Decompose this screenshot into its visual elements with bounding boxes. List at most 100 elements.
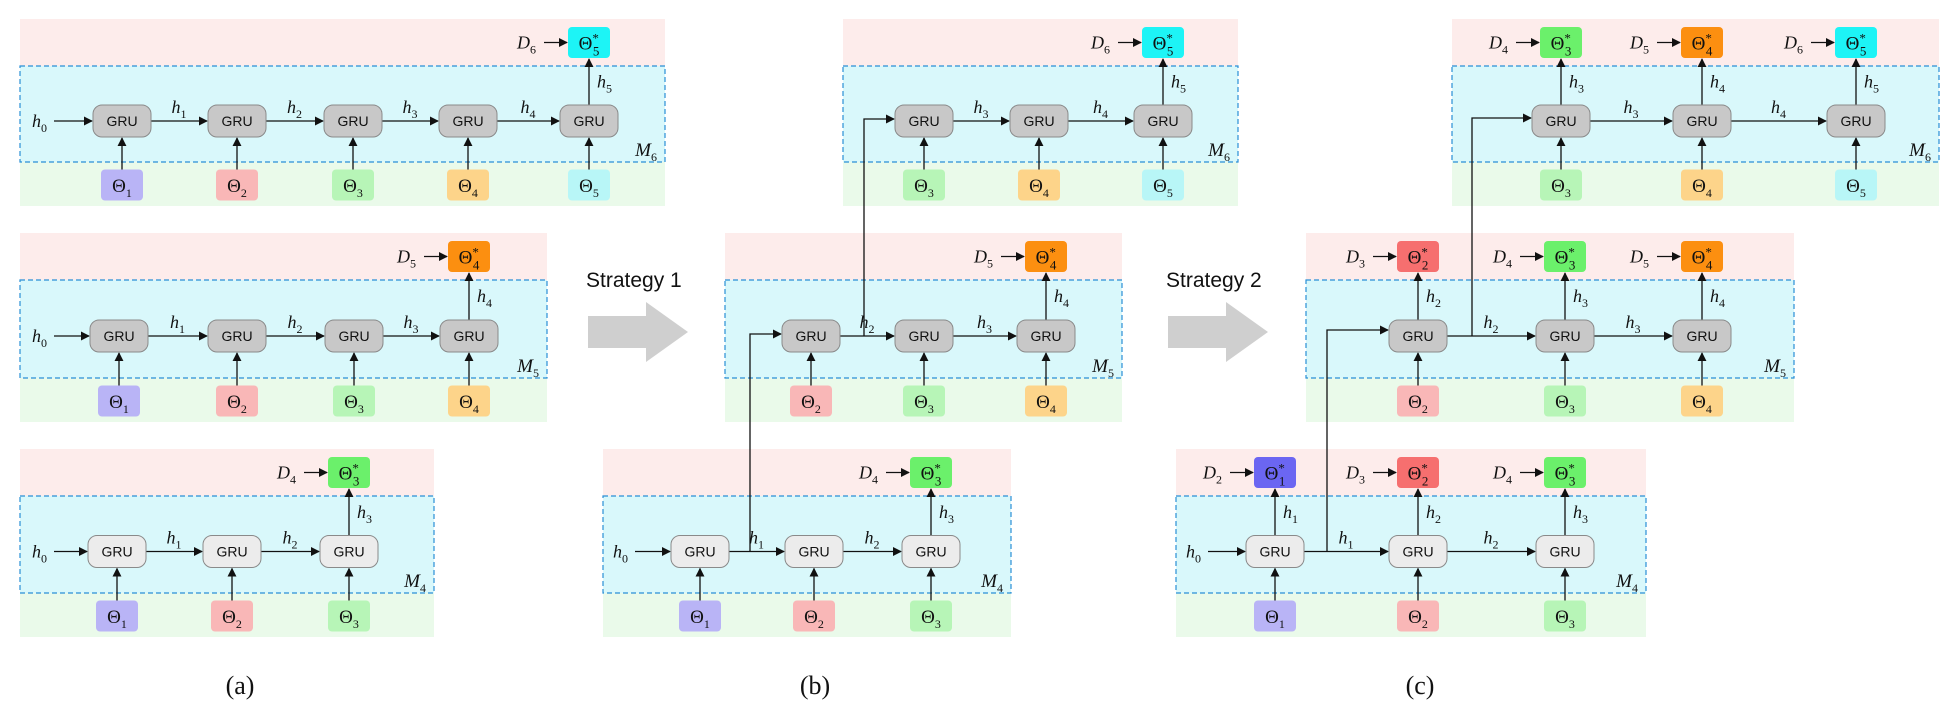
hidden-label: h3 — [1624, 97, 1639, 121]
theta-label: Θ5 — [1846, 176, 1866, 200]
data-label: D4 — [1492, 247, 1512, 271]
hidden-label: h2 — [1484, 312, 1499, 336]
theta-label: Θ4 — [1036, 392, 1056, 416]
gru-label: GRU — [1023, 113, 1054, 129]
gru-node — [784, 535, 844, 568]
hidden-label: h1 — [172, 97, 187, 121]
gru-node — [439, 319, 499, 353]
theta-label: Θ1 — [690, 607, 710, 631]
model-label: M5 — [1091, 356, 1114, 380]
theta-box — [568, 169, 610, 201]
hidden-label: h2 — [1484, 528, 1499, 552]
theta-label: Θ5 — [1153, 176, 1173, 200]
gru-label: GRU — [1840, 113, 1871, 129]
theta-label: Θ5 — [579, 176, 599, 200]
theta-label: Θ3 — [343, 176, 363, 200]
gru-node — [89, 319, 149, 353]
model-frame — [19, 65, 666, 163]
gru-node — [207, 319, 267, 353]
optimal-theta-box — [568, 27, 610, 58]
gru-node — [901, 535, 961, 568]
optimal-theta-box — [448, 241, 490, 272]
model-label: M6 — [1908, 140, 1931, 164]
gru-node — [559, 104, 619, 138]
model-frame — [1305, 279, 1795, 379]
gru-label: GRU — [452, 113, 483, 129]
gru-label: GRU — [333, 544, 364, 560]
gru-label: GRU — [216, 544, 247, 560]
gru-node — [1388, 535, 1448, 568]
gru-label: GRU — [1030, 328, 1061, 344]
theta-label: Θ4 — [458, 176, 478, 200]
panel-caption: (c) — [1406, 671, 1435, 700]
gru-node — [1535, 319, 1595, 353]
gru-label: GRU — [1259, 544, 1290, 560]
theta-box — [1254, 600, 1296, 632]
theta-box — [793, 600, 835, 632]
theta-box — [1544, 385, 1586, 417]
hidden-label: h4 — [1093, 97, 1108, 121]
optimal-theta-box — [1397, 241, 1439, 272]
cross-frame-link — [1471, 113, 1532, 336]
data-label: D5 — [1629, 33, 1649, 57]
gru-node — [323, 104, 383, 138]
optimal-theta-label: Θ*3 — [1555, 461, 1576, 489]
gru-node — [1016, 319, 1076, 353]
theta-box — [216, 169, 258, 201]
data-label: D6 — [516, 33, 536, 57]
gru-label: GRU — [684, 544, 715, 560]
model-label: M4 — [1615, 571, 1638, 595]
theta-box — [1681, 385, 1723, 417]
optimal-theta-box — [1254, 457, 1296, 488]
gru-label: GRU — [915, 544, 946, 560]
hidden-label: h2 — [865, 528, 880, 552]
theta-label: Θ3 — [914, 392, 934, 416]
theta-label: Θ3 — [344, 392, 364, 416]
data-label: D5 — [973, 247, 993, 271]
gru-node — [670, 535, 730, 568]
hidden-label: h3 — [404, 312, 419, 336]
gru-node — [438, 104, 498, 138]
theta-box — [1681, 169, 1723, 201]
gru-label: GRU — [101, 544, 132, 560]
theta-box — [1540, 169, 1582, 201]
gru-label: GRU — [1147, 113, 1178, 129]
theta-label: Θ4 — [1692, 392, 1712, 416]
gru-node — [781, 319, 841, 353]
theta-box — [216, 385, 258, 417]
theta-box — [98, 385, 140, 417]
theta-box — [333, 385, 375, 417]
hidden-label: h1 — [170, 312, 185, 336]
hidden-label: h1 — [1339, 528, 1354, 552]
gru-node — [1133, 104, 1193, 138]
data-label: D4 — [1492, 463, 1512, 487]
theta-label: Θ1 — [109, 392, 129, 416]
model-frame — [1175, 495, 1647, 594]
gru-node — [202, 535, 262, 568]
data-label: D6 — [1783, 33, 1803, 57]
hidden-label: h3 — [403, 97, 418, 121]
model-label: M4 — [980, 571, 1003, 595]
theta-box — [448, 385, 490, 417]
theta-box — [1397, 385, 1439, 417]
theta-label: Θ4 — [459, 392, 479, 416]
output-hidden-label: h2 — [1426, 502, 1441, 526]
theta-box — [1018, 169, 1060, 201]
gru-label: GRU — [1686, 328, 1717, 344]
theta-label: Θ2 — [804, 607, 824, 631]
theta-label: Θ3 — [921, 607, 941, 631]
optimal-theta-label: Θ*2 — [1408, 461, 1429, 489]
output-hidden-label: h1 — [1283, 502, 1298, 526]
optimal-theta-box — [1397, 457, 1439, 488]
data-label: D3 — [1345, 247, 1365, 271]
gru-label: GRU — [338, 328, 369, 344]
gru-node — [207, 104, 267, 138]
gru-node — [1672, 319, 1732, 353]
optimal-theta-box — [1544, 457, 1586, 488]
output-hidden-label: h5 — [1864, 72, 1879, 96]
theta-box — [1397, 600, 1439, 632]
output-hidden-label: h3 — [1573, 286, 1588, 310]
hidden-label: h2 — [283, 528, 298, 552]
data-label: D3 — [1345, 463, 1365, 487]
cross-frame-link — [749, 329, 782, 552]
